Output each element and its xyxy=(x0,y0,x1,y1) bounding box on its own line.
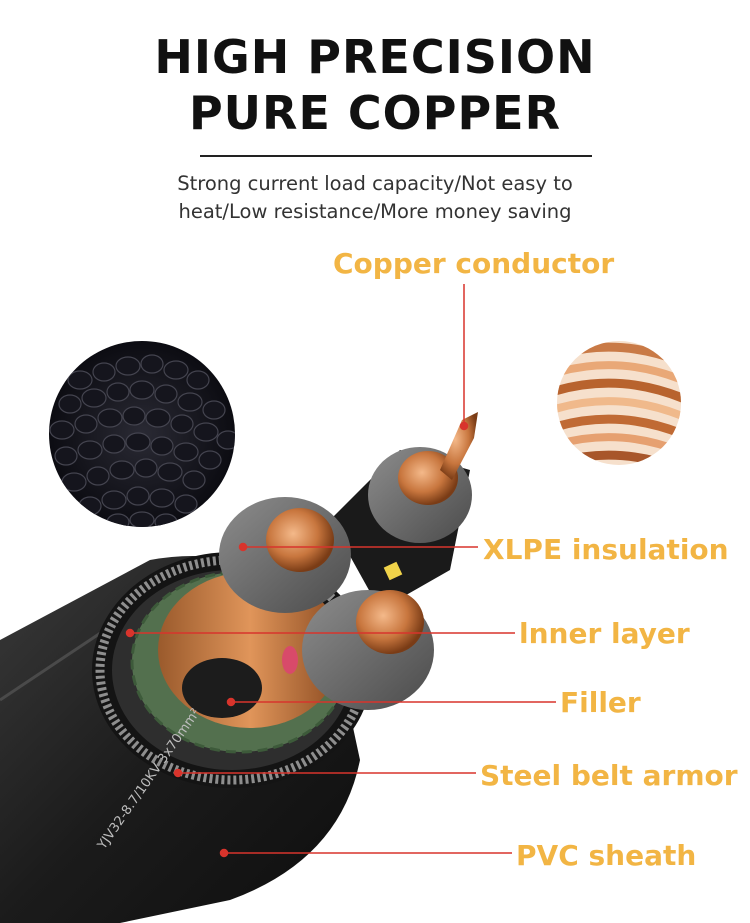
divider xyxy=(200,155,592,157)
leader-dot-copper-conductor xyxy=(459,421,469,431)
leader-dot-inner-layer xyxy=(125,628,135,638)
pvc-pellets-image xyxy=(49,341,235,527)
label-pvc-sheath: PVC sheath xyxy=(516,839,697,872)
label-steel-belt-armor: Steel belt armor xyxy=(480,759,738,792)
leader-lines xyxy=(125,284,556,858)
copper-wire-coil-image xyxy=(557,341,681,465)
subtitle-line-1: Strong current load capacity/Not easy to xyxy=(177,172,573,195)
label-inner-layer: lnner layer xyxy=(519,617,690,650)
leader-dot-steel-armor xyxy=(173,768,183,778)
headline-line-1: HIGH PRECISION xyxy=(154,30,596,84)
core-left xyxy=(219,497,351,613)
headline-line-2: PURE COPPER xyxy=(188,86,562,140)
subtitle-line-2: heat/Low resistance/More money saving xyxy=(178,200,572,223)
leader-dot-xlpe xyxy=(238,542,248,552)
core-upper xyxy=(330,412,478,610)
core-lower xyxy=(282,590,434,710)
leader-dot-filler xyxy=(226,697,236,707)
leader-dot-pvc-sheath xyxy=(219,848,229,858)
label-copper-conductor: Copper conductor xyxy=(333,247,615,280)
label-xlpe-insulation: XLPE insulation xyxy=(483,533,729,566)
label-filler: Filler xyxy=(560,686,641,719)
